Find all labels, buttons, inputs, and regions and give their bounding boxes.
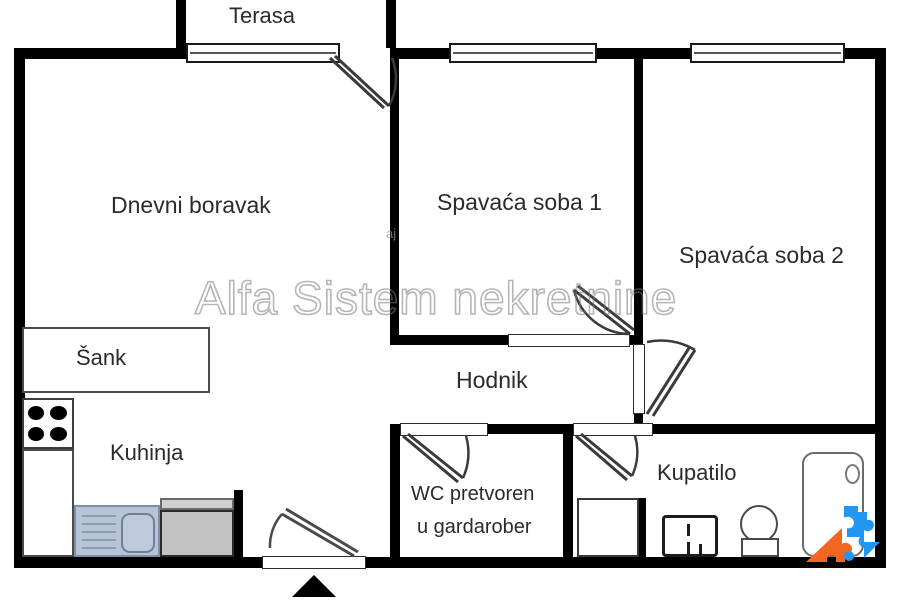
kitchen-sink xyxy=(74,505,160,557)
wall-living-bedroom1 xyxy=(390,48,399,343)
entrance-door-opening xyxy=(262,556,366,569)
room-label-sank: Šank xyxy=(76,345,127,370)
kitchen-stove xyxy=(22,398,74,449)
wall-left-exterior xyxy=(14,48,25,568)
room-label-spavaca2: Spavaća soba 2 xyxy=(679,242,844,268)
bedroom2-window xyxy=(690,43,845,63)
bathtub-drain xyxy=(845,464,860,484)
kitchen-appliance xyxy=(160,510,234,557)
wall-kitchen-stub xyxy=(234,490,243,557)
room-label-kuhinja: Kuhinja xyxy=(110,440,184,465)
sank-counter xyxy=(22,327,210,393)
wall-bottom-exterior xyxy=(14,557,886,568)
sink-basin xyxy=(121,513,155,553)
sink-drainboard-line xyxy=(82,547,116,549)
room-label-terasa: Terasa xyxy=(229,3,296,28)
wall-wc-bathroom xyxy=(563,424,573,568)
bedroom2-door-opening xyxy=(633,344,645,414)
sink-drainboard-line xyxy=(82,515,116,517)
stove-burner xyxy=(50,406,67,420)
wall-bathroom-cabinet-stub xyxy=(639,498,646,557)
room-label-dnevni: Dnevni boravak xyxy=(111,192,271,218)
room-label-hodnik: Hodnik xyxy=(456,367,528,393)
stove-burner xyxy=(50,427,67,441)
stove-burner xyxy=(28,427,44,441)
room-label-spavaca1: Spavaća soba 1 xyxy=(437,189,602,215)
stove-burner xyxy=(28,406,44,420)
wall-hallway-bottom xyxy=(390,424,643,434)
washing-machine xyxy=(662,515,718,557)
wall-bedroom1-bedroom2 xyxy=(634,48,643,344)
sink-drainboard-line xyxy=(82,539,116,541)
terrace-window xyxy=(186,43,340,63)
bedroom2-door-swing xyxy=(645,339,697,417)
wc-door-opening xyxy=(400,423,488,436)
toilet-tank xyxy=(741,538,779,557)
room-label-wc-line1: WC pretvoren xyxy=(411,483,535,505)
wall-terrace-right xyxy=(386,0,396,50)
bathroom-door-opening xyxy=(573,423,653,436)
sink-drainboard-line xyxy=(82,523,116,525)
kitchen-counter-left xyxy=(22,449,74,557)
wc-door-swing xyxy=(402,432,470,484)
wall-bedroom2-bottom xyxy=(634,424,886,434)
kitchen-appliance-top xyxy=(160,498,234,510)
terrace-door-opening xyxy=(340,48,390,59)
bathroom-door-swing xyxy=(575,432,639,482)
room-label-kupatilo: Kupatilo xyxy=(657,460,737,485)
bedroom1-door-opening xyxy=(508,334,630,347)
alfa-sistem-puzzle-logo xyxy=(806,506,880,562)
wall-right-exterior xyxy=(875,48,886,568)
terrace-door-swing xyxy=(328,54,398,110)
wall-terrace-left xyxy=(176,0,186,50)
washer-detail-line xyxy=(699,544,702,554)
bedroom1-window xyxy=(449,43,597,63)
wall-kitchen-wc xyxy=(390,424,400,568)
bathroom-cabinet xyxy=(577,498,639,557)
washer-detail-line xyxy=(687,524,690,536)
entrance-direction-arrow xyxy=(292,575,336,597)
bedroom1-door-swing xyxy=(572,284,635,336)
washer-detail-line xyxy=(687,542,690,554)
wall-bedroom2-left-lower xyxy=(634,412,643,432)
sink-drainboard-line xyxy=(82,531,116,533)
room-label-wc-line2: u gardarober xyxy=(417,516,532,538)
entrance-door-swing xyxy=(268,507,359,558)
